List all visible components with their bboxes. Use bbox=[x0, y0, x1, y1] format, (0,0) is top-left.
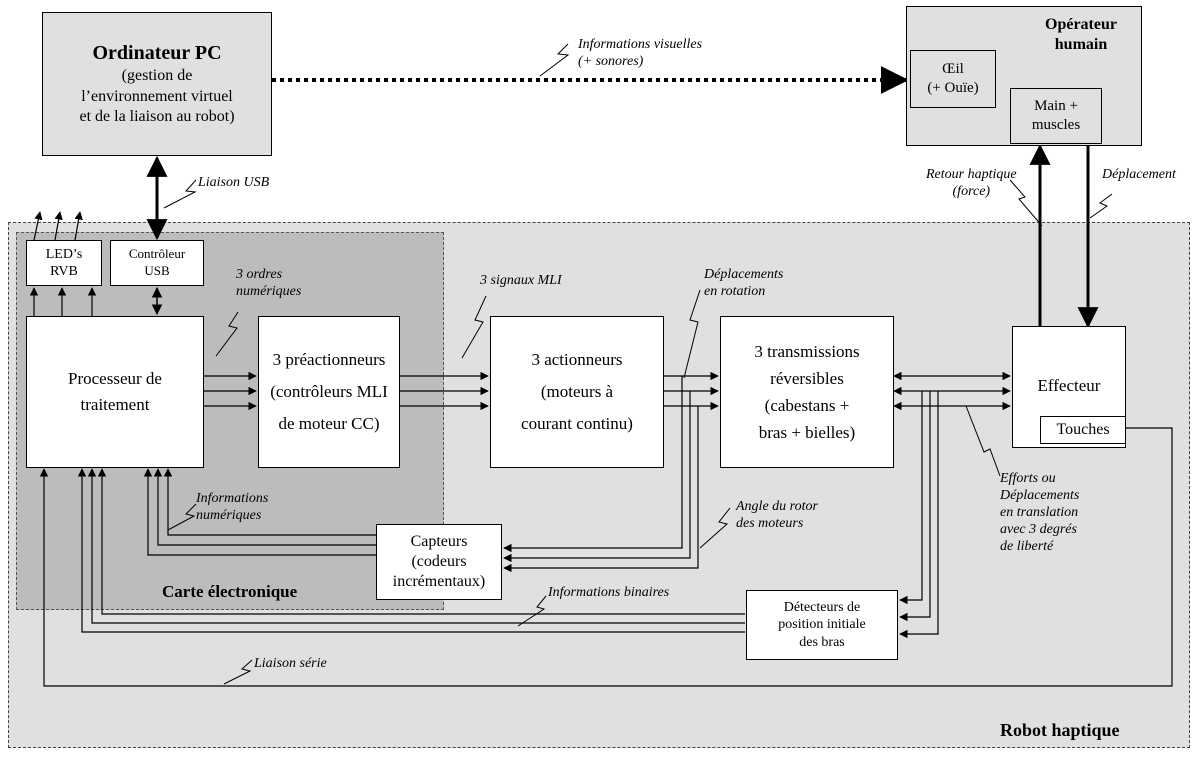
serial-link-label: Liaison série bbox=[254, 656, 327, 671]
keys-box: Touches bbox=[1040, 416, 1126, 444]
haptic-return-label-1: Retour haptique bbox=[926, 167, 1017, 182]
detectors-label-3: des bras bbox=[799, 634, 845, 650]
leds-box: LED’s RVB bbox=[26, 240, 102, 286]
actuators-box: 3 actionneurs (moteurs à courant continu… bbox=[490, 316, 664, 468]
binary-info-label: Informations binaires bbox=[548, 585, 670, 600]
detectors-label-1: Détecteurs de bbox=[783, 599, 861, 615]
efforts-label-1: Efforts ou bbox=[1000, 471, 1056, 486]
usb-controller-label-2: USB bbox=[144, 263, 170, 278]
displacement-label: Déplacement bbox=[1102, 167, 1176, 182]
transmissions-label-3: (cabestans + bbox=[764, 396, 850, 415]
pc-box: Ordinateur PC (gestion de l’environnemen… bbox=[42, 12, 272, 156]
actuators-label-1: 3 actionneurs bbox=[531, 349, 623, 369]
transmissions-box: 3 transmissions réversibles (cabestans +… bbox=[720, 316, 894, 468]
numeric-info-label: Informations numériques bbox=[196, 490, 268, 524]
detectors-box: Détecteurs de position initiale des bras bbox=[746, 590, 898, 660]
rotor-angle-label: Angle du rotor des moteurs bbox=[736, 498, 818, 532]
eye-label-1: Œil bbox=[942, 61, 964, 78]
efforts-label-5: de liberté bbox=[1000, 539, 1054, 555]
detectors-label-2: position initiale bbox=[778, 617, 866, 633]
preactuators-label-3: de moteur CC) bbox=[278, 414, 380, 434]
haptic-return-label-2: (force) bbox=[952, 184, 991, 200]
orders-label-2: numériques bbox=[236, 284, 302, 300]
orders-label: 3 ordres numériques bbox=[236, 266, 301, 300]
efforts-label: Efforts ou Déplacements en translation a… bbox=[1000, 470, 1079, 555]
transmissions-label-2: réversibles bbox=[770, 368, 844, 388]
sensors-box: Capteurs (codeurs incrémentaux) bbox=[376, 524, 502, 600]
efforts-label-4: avec 3 degrés bbox=[1000, 522, 1077, 538]
hand-label-1: Main + bbox=[1034, 98, 1078, 115]
actuators-label-2: (moteurs à bbox=[540, 381, 614, 401]
preactuators-label-2: (contrôleurs MLI bbox=[270, 381, 388, 401]
transmissions-label-1: 3 transmissions bbox=[754, 341, 860, 361]
rotor-angle-label-2: des moteurs bbox=[736, 516, 804, 532]
eye-box: Œil (+ Ouïe) bbox=[910, 50, 996, 108]
hand-box: Main + muscles bbox=[1010, 88, 1102, 144]
eye-label-2: (+ Ouïe) bbox=[927, 80, 979, 96]
preactuators-box: 3 préactionneurs (contrôleurs MLI de mot… bbox=[258, 316, 400, 468]
pc-title: Ordinateur PC bbox=[92, 41, 222, 64]
leds-label-2: RVB bbox=[50, 264, 78, 279]
orders-label-1: 3 ordres bbox=[236, 267, 283, 282]
actuators-label-3: courant continu) bbox=[521, 414, 633, 434]
visual-info-label-2: (+ sonores) bbox=[578, 54, 644, 70]
operator-title-2: humain bbox=[1054, 36, 1108, 53]
usb-link-label: Liaison USB bbox=[198, 175, 270, 190]
effector-label: Effecteur bbox=[1037, 376, 1101, 395]
sensors-label-2: (codeurs bbox=[411, 553, 467, 570]
pc-line-3: et de la liaison au robot) bbox=[79, 108, 235, 126]
transmissions-label-4: bras + bielles) bbox=[758, 423, 856, 443]
usb-controller-label-1: Contrôleur bbox=[128, 246, 186, 262]
pwm-label: 3 signaux MLI bbox=[480, 273, 562, 288]
numeric-info-label-1: Informations bbox=[196, 491, 269, 506]
robot-title: Robot haptique bbox=[1000, 720, 1120, 740]
hand-label-2: muscles bbox=[1031, 117, 1081, 133]
visual-info-label-1: Informations visuelles bbox=[578, 37, 703, 52]
board-title: Carte électronique bbox=[162, 582, 298, 601]
rotation-label-1: Déplacements bbox=[704, 267, 784, 282]
usb-controller-box: Contrôleur USB bbox=[110, 240, 204, 286]
efforts-label-2: Déplacements bbox=[1000, 488, 1080, 504]
sensors-label-3: incrémentaux) bbox=[392, 573, 486, 590]
visual-info-label: Informations visuelles (+ sonores) bbox=[578, 36, 702, 70]
efforts-label-3: en translation bbox=[1000, 505, 1079, 521]
processor-box: Processeur de traitement bbox=[26, 316, 204, 468]
preactuators-label-1: 3 préactionneurs bbox=[272, 349, 386, 369]
numeric-info-label-2: numériques bbox=[196, 508, 262, 524]
pc-line-1: (gestion de bbox=[121, 66, 193, 84]
processor-label-2: traitement bbox=[80, 395, 150, 414]
haptic-return-label: Retour haptique (force) bbox=[926, 166, 1017, 200]
operator-title-1: Opérateur bbox=[1045, 16, 1117, 33]
rotation-label-2: en rotation bbox=[704, 284, 766, 300]
rotation-label: Déplacements en rotation bbox=[704, 266, 783, 300]
keys-label: Touches bbox=[1056, 421, 1110, 438]
rotor-angle-label-1: Angle du rotor bbox=[736, 499, 818, 514]
sensors-label-1: Capteurs bbox=[410, 533, 468, 550]
leds-label-1: LED’s bbox=[45, 246, 83, 262]
pc-line-2: l’environnement virtuel bbox=[81, 87, 233, 105]
processor-label-1: Processeur de bbox=[68, 368, 162, 388]
